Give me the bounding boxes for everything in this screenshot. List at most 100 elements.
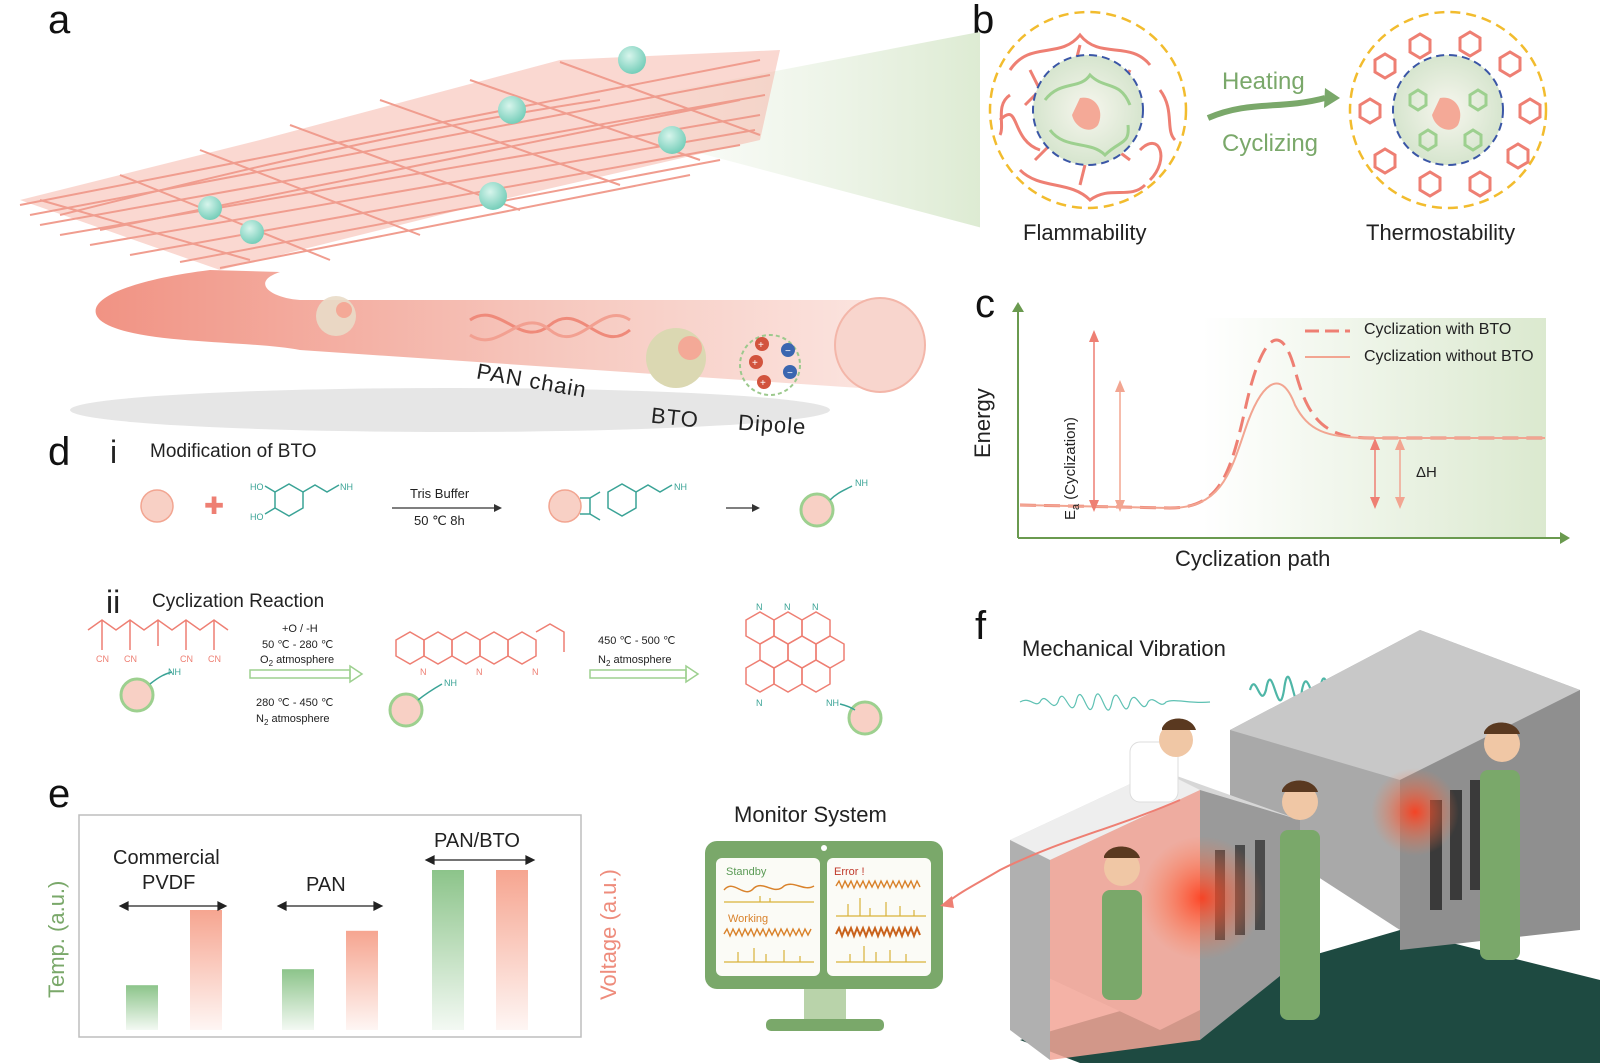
svg-text:NH: NH [855, 478, 868, 488]
curve-with-bto [1019, 338, 1545, 510]
mechanical-vibration-title: Mechanical Vibration [1022, 636, 1226, 661]
legend-with-bto: Cyclization with BTO [1364, 321, 1512, 338]
bar-voltage-2 [496, 870, 528, 1030]
bto-bead [498, 96, 526, 124]
panel-c-energy-diagram [1012, 302, 1570, 544]
panel-letter-a: a [48, 0, 71, 42]
step1-condition-c: O2 atmosphere [260, 654, 335, 669]
panel-d-reactions: ✚ HO HO NH NH NH CN CN CN CN NH N N [87, 478, 883, 736]
bto-bead [658, 126, 686, 154]
panel-f-machine-illustration [940, 630, 1600, 1063]
plus-icon: ✚ [204, 493, 224, 520]
tris-condition-label: 50 ℃ 8h [414, 513, 465, 528]
panel-a-illustration: + + + − − [19, 31, 980, 432]
monitor-system-title: Monitor System [734, 802, 887, 827]
flammability-label: Flammability [1023, 220, 1147, 245]
svg-text:N: N [756, 698, 763, 708]
panel-letter-e: e [48, 772, 71, 816]
svg-text:NH: NH [168, 667, 181, 677]
svg-text:CN: CN [208, 654, 221, 664]
svg-text:N: N [420, 667, 427, 677]
panel-b-illustration [988, 10, 1548, 210]
worker [1129, 718, 1196, 803]
energy-ylabel: Energy [970, 388, 995, 458]
voltage-ylabel: Voltage (a.u.) [596, 869, 621, 1000]
svg-text:CN: CN [180, 654, 193, 664]
heating-label: Heating [1222, 68, 1305, 95]
worker [1102, 846, 1142, 1000]
vibration-wave-left [1019, 693, 1211, 711]
dipole-icon: + + + − − [739, 334, 801, 396]
svg-text:N: N [532, 667, 539, 677]
panel-e-bar-chart [78, 814, 582, 1038]
bto-bead [618, 46, 646, 74]
delta-h-label: ΔH [1416, 464, 1437, 481]
panel-letter-b: b [972, 0, 995, 42]
svg-text:N: N [476, 667, 483, 677]
worker [1480, 722, 1520, 960]
bto-bead [479, 182, 507, 210]
svg-text:N: N [756, 602, 763, 612]
svg-text:N: N [784, 602, 791, 612]
svg-text:+: + [758, 340, 764, 351]
svg-text:NH: NH [826, 698, 839, 708]
temp-ylabel: Temp. (a.u.) [44, 880, 69, 998]
fiber-end [834, 297, 926, 393]
d-i-title: Modification of BTO [150, 441, 317, 462]
error-label: Error ! [834, 866, 865, 878]
step1-condition-a: +O / -H [282, 623, 318, 635]
reaction-arrow-2 [589, 669, 687, 679]
svg-text:NH: NH [444, 678, 457, 688]
d-ii-number: ii [106, 584, 121, 620]
svg-text:−: − [787, 368, 793, 379]
panel-letter-c: c [975, 282, 995, 326]
svg-text:NH: NH [340, 482, 353, 492]
bar-temp-2 [432, 870, 464, 1030]
group-label-pvdf: PVDF [142, 872, 196, 894]
cyclization-path-xlabel: Cyclization path [1175, 546, 1331, 571]
monitor-illustration [705, 841, 943, 1031]
group-label-pan: PAN [306, 874, 346, 896]
step1-condition-d: 280 ℃ - 450 ℃ [256, 697, 334, 709]
worker [1280, 780, 1320, 1020]
group-label-panbto: PAN/BTO [434, 830, 520, 852]
tris-buffer-label: Tris Buffer [410, 486, 470, 501]
bto-bead [240, 220, 264, 244]
dipole-label: Dipole [737, 409, 808, 440]
bar-temp-0 [126, 985, 158, 1030]
svg-text:NH: NH [674, 482, 687, 492]
pan-chain-squiggle [469, 313, 631, 339]
svg-text:−: − [785, 346, 791, 357]
step1-condition-e: N2 atmosphere [256, 713, 330, 728]
bto-sphere [646, 328, 706, 388]
bto-bead [198, 196, 222, 220]
step2-condition-b: N2 atmosphere [598, 654, 672, 669]
group-label-commercial: Commercial [113, 847, 220, 869]
svg-text:+: + [760, 378, 766, 389]
panel-letter-f: f [975, 604, 987, 648]
step1-condition-b: 50 ℃ - 280 ℃ [262, 639, 334, 651]
reaction-arrow-1 [249, 669, 351, 679]
bto-label: BTO [649, 402, 701, 433]
bar-voltage-0 [190, 910, 222, 1030]
legend-without-bto: Cyclization without BTO [1364, 348, 1534, 365]
step2-condition-a: 450 ℃ - 500 ℃ [598, 635, 676, 647]
signal-cable [947, 799, 1181, 903]
chart-frame [78, 814, 582, 1038]
bar-voltage-1 [346, 930, 378, 1030]
working-label: Working [728, 913, 769, 925]
svg-text:CN: CN [124, 654, 137, 664]
svg-text:HO: HO [250, 482, 264, 492]
svg-text:N: N [812, 602, 819, 612]
thermostability-label: Thermostability [1366, 220, 1516, 245]
standby-label: Standby [726, 866, 767, 878]
d-i-number: i [110, 434, 118, 470]
heating-arrow [1206, 95, 1326, 121]
dopamine-molecule [264, 483, 340, 517]
fiber-mat [19, 50, 780, 270]
panel-letter-d: d [48, 430, 71, 474]
svg-text:HO: HO [250, 512, 264, 522]
svg-text:+: + [752, 358, 758, 369]
svg-text:CN: CN [96, 654, 109, 664]
thermostable-structure [1348, 10, 1548, 210]
